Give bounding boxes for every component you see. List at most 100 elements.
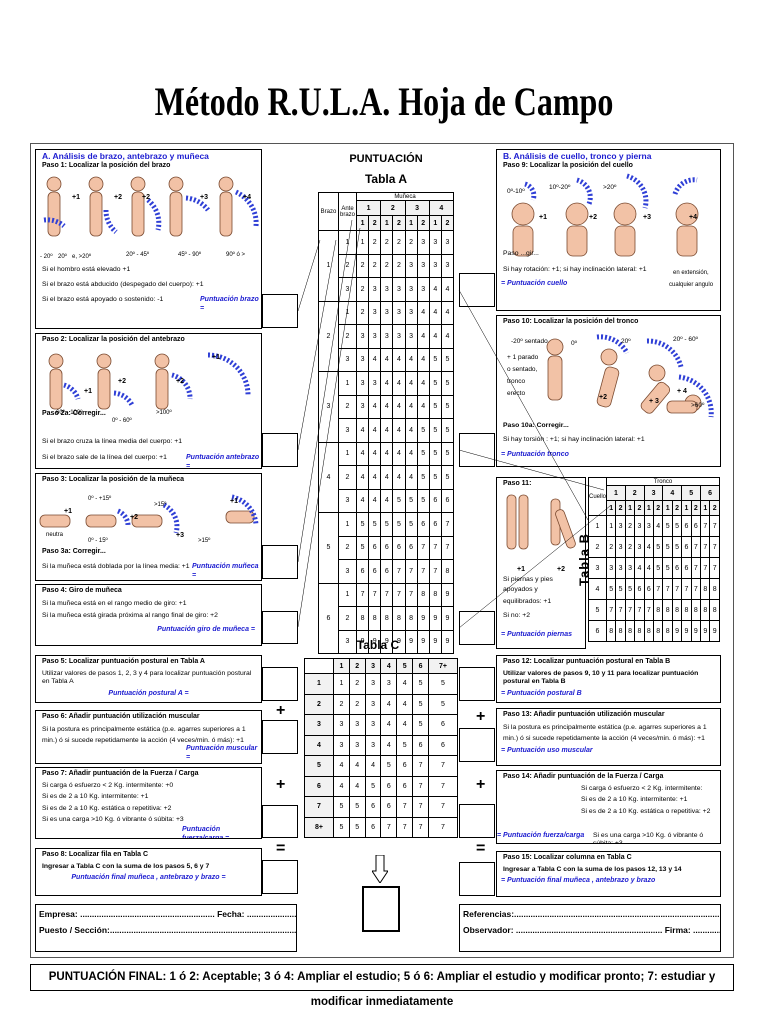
- tabla-b-cell: 7: [690, 557, 702, 579]
- tabla-b-piernas-col: 2: [709, 500, 720, 516]
- tabla-b-cell: 7: [700, 536, 711, 558]
- tabla-b-cell: 8: [700, 599, 711, 621]
- final-score-box[interactable]: [362, 886, 400, 932]
- tabla-a-antebrazo-cell: 3: [338, 418, 357, 443]
- step3-angle-3: neutra: [46, 532, 64, 538]
- step10-angle-3: 20º: [621, 338, 631, 345]
- tabla-b-cell: 3: [643, 515, 655, 537]
- fuerza-a-score-field[interactable]: [262, 805, 298, 838]
- giro-score-field[interactable]: [262, 611, 298, 644]
- antebrazo-score-field[interactable]: [262, 433, 298, 467]
- step1-angle-3: e, >20º: [72, 254, 92, 260]
- step14-rule-3: Si es de 2 a 10 Kg. estática o repetitiv…: [581, 807, 711, 815]
- step9-score-1: +1: [539, 214, 547, 221]
- piernas-score-field[interactable]: [459, 611, 495, 645]
- observador-field[interactable]: Observador: ............................…: [463, 924, 663, 935]
- step11-result-label: = Puntuación piernas: [501, 631, 572, 638]
- muscular-b-score-field[interactable]: [459, 728, 495, 762]
- step10-angle-2: 0º: [571, 340, 577, 347]
- postural-b-score-field[interactable]: [459, 667, 495, 701]
- step10-line-4: erecto: [507, 390, 526, 397]
- tabla-a-muneca-col: 2: [380, 200, 406, 216]
- tabla-c-cell: 5: [427, 693, 459, 715]
- empresa-field[interactable]: Empresa: ...............................…: [39, 909, 215, 919]
- step9-angle-1: 0º-10º: [507, 188, 525, 195]
- tabla-a-cell: 4: [392, 441, 406, 466]
- tabla-b-cell: 6: [681, 515, 692, 537]
- tabla-c-cell: 5: [412, 673, 429, 695]
- tabla-a-cell: 9: [428, 629, 442, 654]
- tabla-a-antebrazo-cell: 1: [338, 512, 357, 537]
- tabla-a-cell: 5: [428, 465, 442, 490]
- tabla-a-muneca-col: 3: [404, 200, 430, 216]
- tabla-c-cell: 4: [380, 693, 398, 715]
- step14-rule-2: Si es de 2 a 10 Kg. intermitente: +1: [581, 796, 688, 804]
- tabla-a-cell: 4: [380, 371, 394, 396]
- puesto-field[interactable]: Puesto / Sección:.......................…: [39, 924, 297, 935]
- tabla-a-cell: 3: [392, 324, 406, 349]
- step2-score-3: +2: [176, 378, 184, 385]
- tabla-b-cell: 5: [662, 557, 673, 579]
- tronco-score-field[interactable]: [459, 433, 495, 467]
- brazo-score-field[interactable]: [262, 294, 298, 328]
- tabla-c-cell: 7: [380, 816, 398, 838]
- step4-label: Paso 4: Giro de muñeca: [42, 587, 122, 594]
- tabla-a-cell: 4: [440, 300, 455, 325]
- tabla-a-giro-col: 2: [368, 215, 382, 231]
- step10-angle-4: 20º - 60º: [673, 336, 698, 343]
- plus-sign-b1: +: [476, 708, 486, 725]
- tabla-b-cell: 8: [709, 578, 720, 600]
- step1-score-5: +4: [243, 194, 251, 201]
- tabla-a-cell: 5: [368, 512, 382, 537]
- tabla-c-cell: 5: [332, 816, 350, 838]
- tabla-b-cell: 4: [634, 557, 645, 579]
- tabla-a-cell: 5: [440, 441, 455, 466]
- tabla-c-cell: 5: [412, 714, 429, 736]
- fecha-field[interactable]: Fecha: .........................: [217, 909, 297, 919]
- step15-result-label: = Puntuación final muñeca , antebrazo y …: [501, 877, 656, 885]
- tabla-b-cuello-cell: 3: [587, 557, 608, 579]
- tabla-a-cell: 7: [404, 582, 418, 607]
- tabla-a-cell: 5: [440, 418, 455, 443]
- final-b-score-field[interactable]: [459, 862, 495, 896]
- tabla-a-antebrazo-cell: 2: [338, 253, 357, 278]
- final-a-score-field[interactable]: [262, 860, 298, 894]
- tabla-a-cell: 5: [404, 488, 418, 513]
- referencias-field[interactable]: Referencias:............................…: [463, 909, 720, 919]
- tabla-b-cell: 8: [671, 599, 683, 621]
- tabla-a-brazo-header: Brazo: [318, 192, 339, 231]
- step13-label: Paso 13: Añadir puntuación utilización m…: [503, 711, 665, 718]
- tabla-a-cell: 2: [355, 300, 370, 325]
- muneca-score-field[interactable]: [262, 545, 298, 579]
- tabla-b-cell: 8: [634, 620, 645, 642]
- step6-panel: Paso 6: Añadir puntuación utilización mu…: [35, 710, 262, 764]
- postural-a-score-field[interactable]: [262, 667, 298, 701]
- step2-angle-1: 60º - 100º: [56, 410, 83, 416]
- step11-score-2: +2: [557, 566, 565, 573]
- step10-panel: Paso 10: Localizar la posición del tronc…: [496, 315, 721, 467]
- cuello-score-field[interactable]: [459, 273, 495, 307]
- tabla-a-cell: 4: [355, 465, 370, 490]
- step9-rule-1: Paso ...gir...: [503, 250, 539, 257]
- step9-angle-3: >20º: [603, 184, 617, 191]
- tabla-b-tronco-col: 4: [662, 485, 683, 501]
- section-b-title: B. Análisis de cuello, tronco y pierna: [503, 151, 652, 161]
- tabla-a-cell: 9: [440, 582, 455, 607]
- tabla-c-cell: 6: [380, 796, 398, 818]
- firma-field[interactable]: Firma: ......................: [664, 924, 720, 935]
- tabla-b-cell: 5: [653, 536, 664, 558]
- tabla-a-cell: 6: [404, 535, 418, 560]
- fuerza-b-score-field[interactable]: [459, 804, 495, 838]
- muscular-a-score-field[interactable]: [262, 720, 298, 754]
- step3-rule-1: Si la muñeca está doblada por la línea m…: [42, 563, 190, 570]
- tabla-a-cell: 8: [355, 606, 370, 631]
- tabla-c-row-header: 7: [304, 796, 334, 818]
- tabla-a-cell: 7: [416, 559, 430, 584]
